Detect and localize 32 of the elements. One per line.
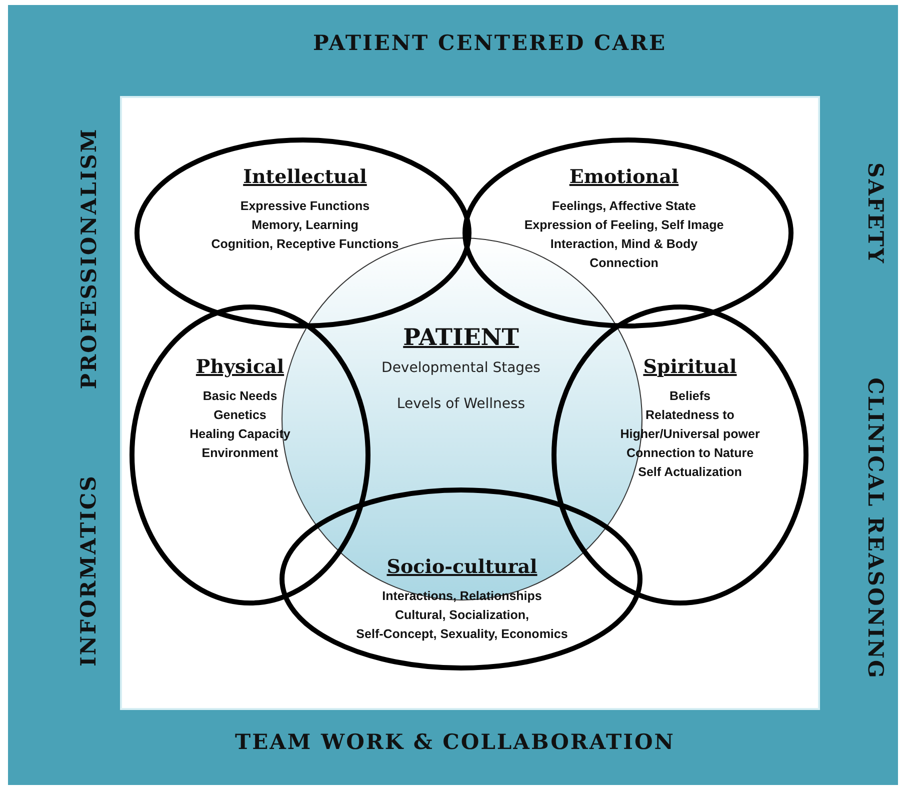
domain-heading: Spiritual — [643, 356, 737, 378]
side-label: CLINICAL REASONING — [863, 377, 888, 679]
domain-ellipse — [463, 138, 793, 328]
domain-item: Self-Concept, Sexuality, Economics — [356, 626, 568, 643]
domain-item: Basic Needs — [202, 388, 278, 405]
side-label: TEAM WORK & COLLABORATION — [235, 728, 675, 754]
domain-ellipse — [130, 305, 370, 605]
domain-ellipse — [135, 138, 471, 328]
domain-heading: Emotional — [569, 166, 679, 188]
domain-item: Feelings, Affective State — [552, 198, 696, 215]
domain-item: Developmental Stages — [382, 360, 540, 376]
domain-ellipse — [552, 305, 808, 605]
domain-item: Memory, Learning — [252, 217, 358, 234]
domain-heading: Socio-cultural — [386, 556, 538, 578]
domain-heading: Intellectual — [243, 166, 367, 188]
side-label: SAFETY — [864, 162, 888, 264]
domain-heading: Physical — [196, 356, 284, 378]
domain-item: Beliefs — [670, 388, 710, 405]
domain-item: Cognition, Receptive Functions — [211, 236, 399, 253]
domain-item: Cultural, Socialization, — [394, 607, 530, 624]
side-label: PATIENT CENTERED CARE — [313, 30, 666, 54]
side-label: INFORMATICS — [75, 474, 100, 666]
domain-heading: PATIENT — [403, 324, 519, 351]
domain-item: Levels of Wellness — [396, 396, 526, 412]
domain-ellipse — [280, 488, 642, 670]
domain-item: Self Actualization — [638, 464, 742, 481]
domain-item: Genetics — [214, 407, 266, 424]
domain-item: Environment — [202, 445, 278, 462]
domain-item: Expressive Functions — [240, 198, 370, 215]
domain-item: Interaction, Mind & Body Connection — [549, 236, 699, 272]
domain-item: Expression of Feeling, Self Image — [524, 217, 724, 234]
side-label: PROFESSIONALISM — [76, 127, 101, 389]
